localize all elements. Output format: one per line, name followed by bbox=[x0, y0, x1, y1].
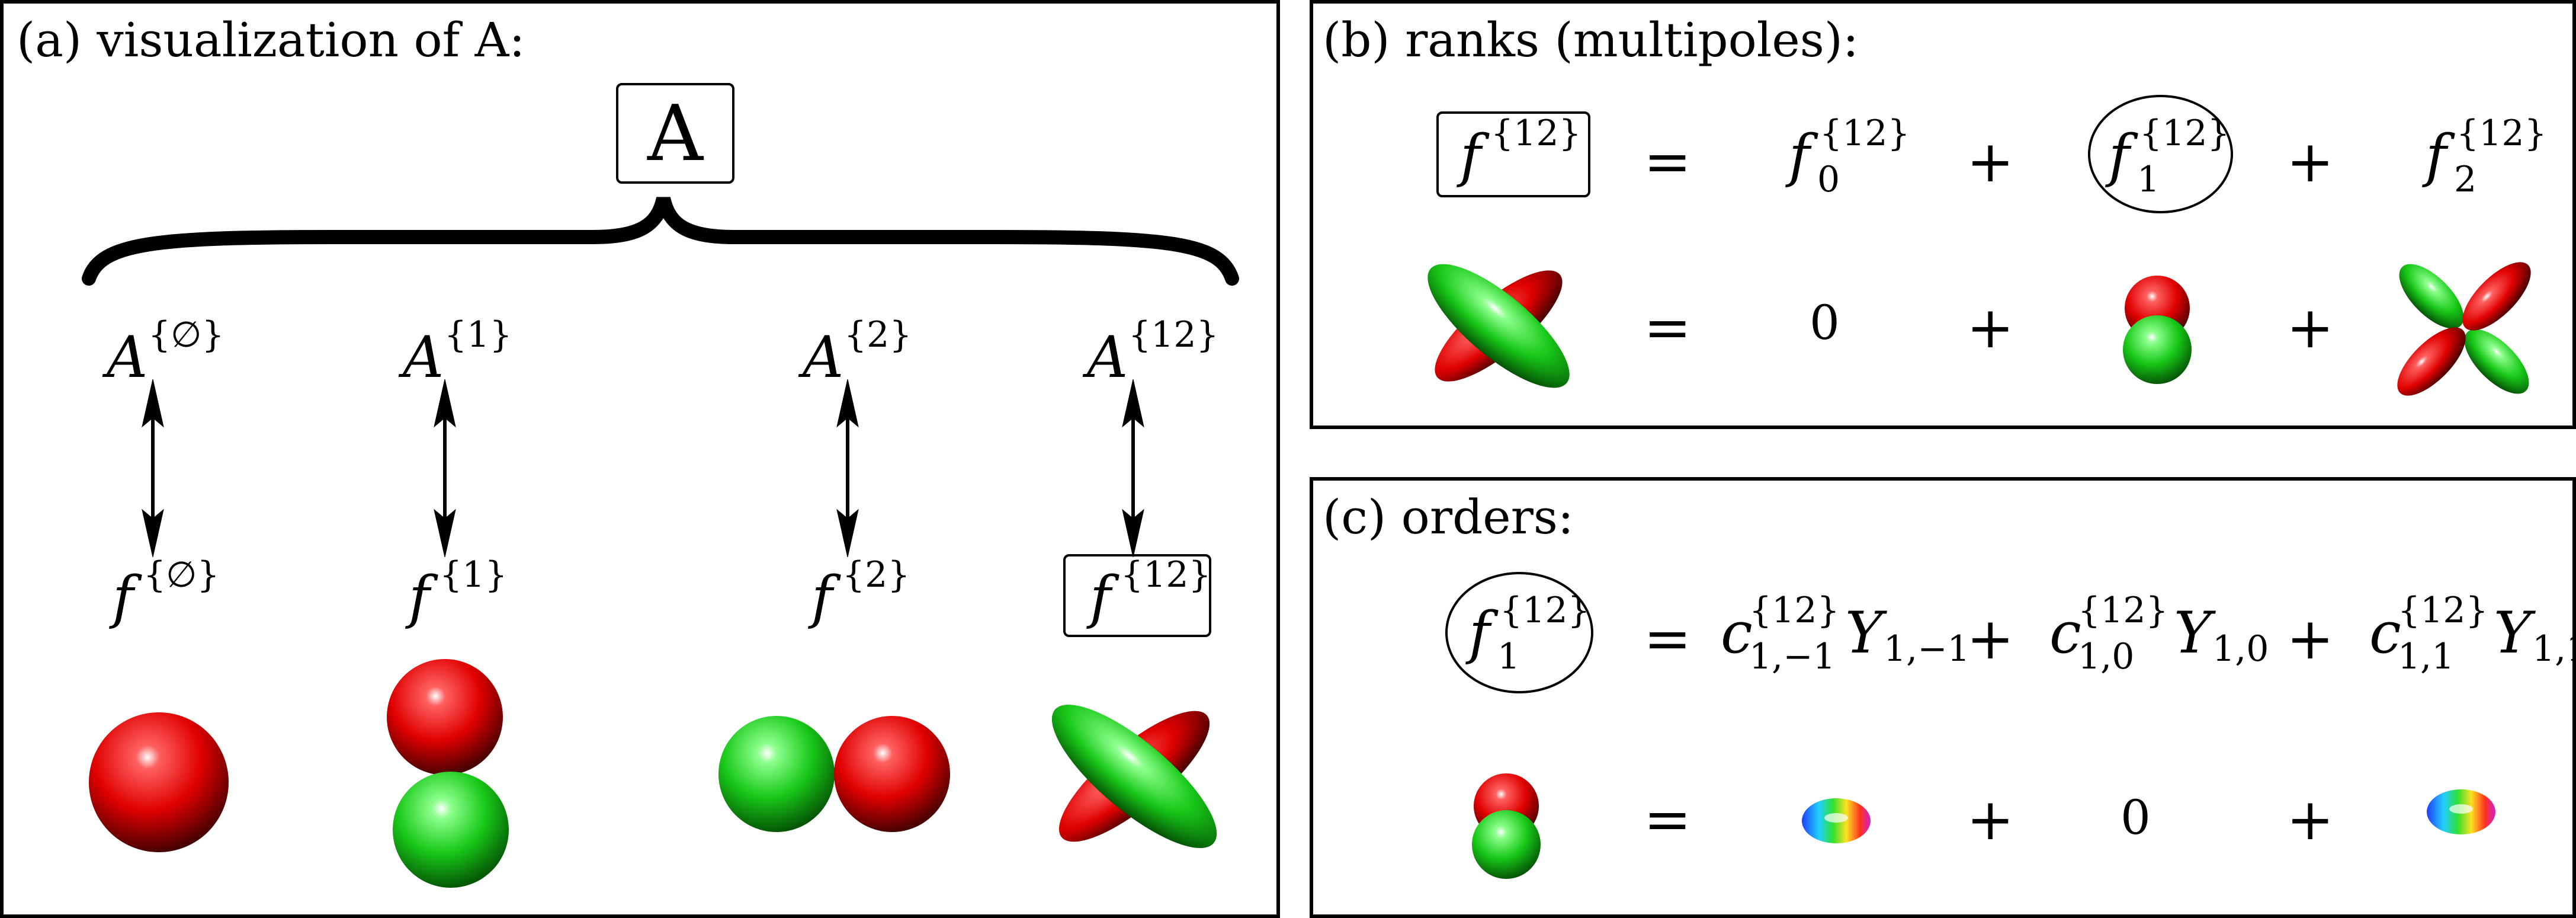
upper-label-4: A{12} bbox=[1087, 314, 1219, 391]
panel-a-title: (a) visualization of A: bbox=[17, 12, 525, 68]
panel-b-title: (b) ranks (multipoles): bbox=[1323, 12, 1859, 68]
term-c1: c {12} 1,0 Y 1,0 bbox=[2049, 590, 2269, 677]
term-c0: c {12} 1,−1 Y 1,−1 bbox=[1721, 590, 1970, 677]
panel-c-title: (c) orders: bbox=[1323, 490, 1574, 545]
upper-label-1: A{∅} bbox=[107, 314, 224, 391]
plus-c2: + bbox=[2286, 606, 2334, 672]
lower-label-2: f{1} bbox=[409, 554, 508, 631]
plus-b3: + bbox=[1967, 295, 2014, 361]
zero-c: 0 bbox=[2121, 790, 2151, 845]
plus-b4: + bbox=[2286, 295, 2334, 361]
lhs-c: f {12} 1 bbox=[1469, 590, 1590, 677]
dipole-shape-c bbox=[1472, 773, 1541, 879]
upper-label-2: A{1} bbox=[403, 314, 512, 391]
torus-shape-1-hole bbox=[1824, 813, 1848, 823]
equals-c2: = bbox=[1644, 786, 1692, 853]
term-b1-circle bbox=[2088, 95, 2233, 213]
sphere-red bbox=[89, 712, 229, 852]
quadrupole-shape-b bbox=[2397, 262, 2531, 396]
lower-label-4: f{12} bbox=[1090, 554, 1211, 631]
lower-label-3: f{2} bbox=[811, 554, 910, 631]
sphere-green-left bbox=[718, 716, 835, 832]
lower-label-4-box bbox=[1063, 554, 1211, 637]
lhs-b: f{12} bbox=[1460, 113, 1581, 189]
upper-label-3: A{2} bbox=[803, 314, 912, 391]
lhs-c-circle bbox=[1445, 572, 1593, 693]
clover-shape-b-lhs bbox=[1427, 264, 1570, 388]
lower-label-1: f{∅} bbox=[113, 554, 220, 631]
panel-c bbox=[1310, 477, 2576, 918]
equals-c1: = bbox=[1644, 606, 1692, 672]
curly-brace bbox=[82, 197, 1239, 286]
sphere-green-lower bbox=[393, 772, 509, 888]
term-c2: c {12} 1,1 Y 1,1 bbox=[2369, 590, 2576, 677]
sphere-red-upper bbox=[387, 659, 503, 775]
term-b0: f {12} 0 bbox=[1789, 113, 1910, 200]
double-arrow-3 bbox=[836, 379, 859, 558]
plus-c4: + bbox=[2286, 786, 2334, 853]
top-label: A bbox=[647, 88, 703, 178]
plus-b1: + bbox=[1967, 129, 2014, 195]
top-label-box bbox=[616, 83, 734, 184]
double-arrow-4 bbox=[1122, 379, 1144, 558]
equals-b2: = bbox=[1644, 295, 1692, 361]
lhs-box-b bbox=[1436, 111, 1590, 197]
clover-shape-a bbox=[1051, 705, 1217, 848]
plus-c3: + bbox=[1967, 786, 2014, 853]
dipole-shape-b bbox=[2123, 276, 2192, 384]
plus-b2: + bbox=[2286, 129, 2334, 195]
equals-b1: = bbox=[1644, 129, 1692, 195]
torus-shape-2-hole bbox=[2449, 804, 2473, 814]
double-arrow-1 bbox=[142, 379, 164, 558]
sphere-red-right bbox=[834, 716, 950, 832]
panel-a bbox=[0, 0, 1280, 918]
plus-c1: + bbox=[1967, 606, 2014, 672]
panel-b bbox=[1310, 0, 2576, 429]
term-b1: f {12} 1 bbox=[2109, 113, 2230, 200]
double-arrow-2 bbox=[434, 379, 456, 558]
zero-b: 0 bbox=[1810, 295, 1840, 350]
term-b2: f {12} 2 bbox=[2426, 113, 2547, 200]
